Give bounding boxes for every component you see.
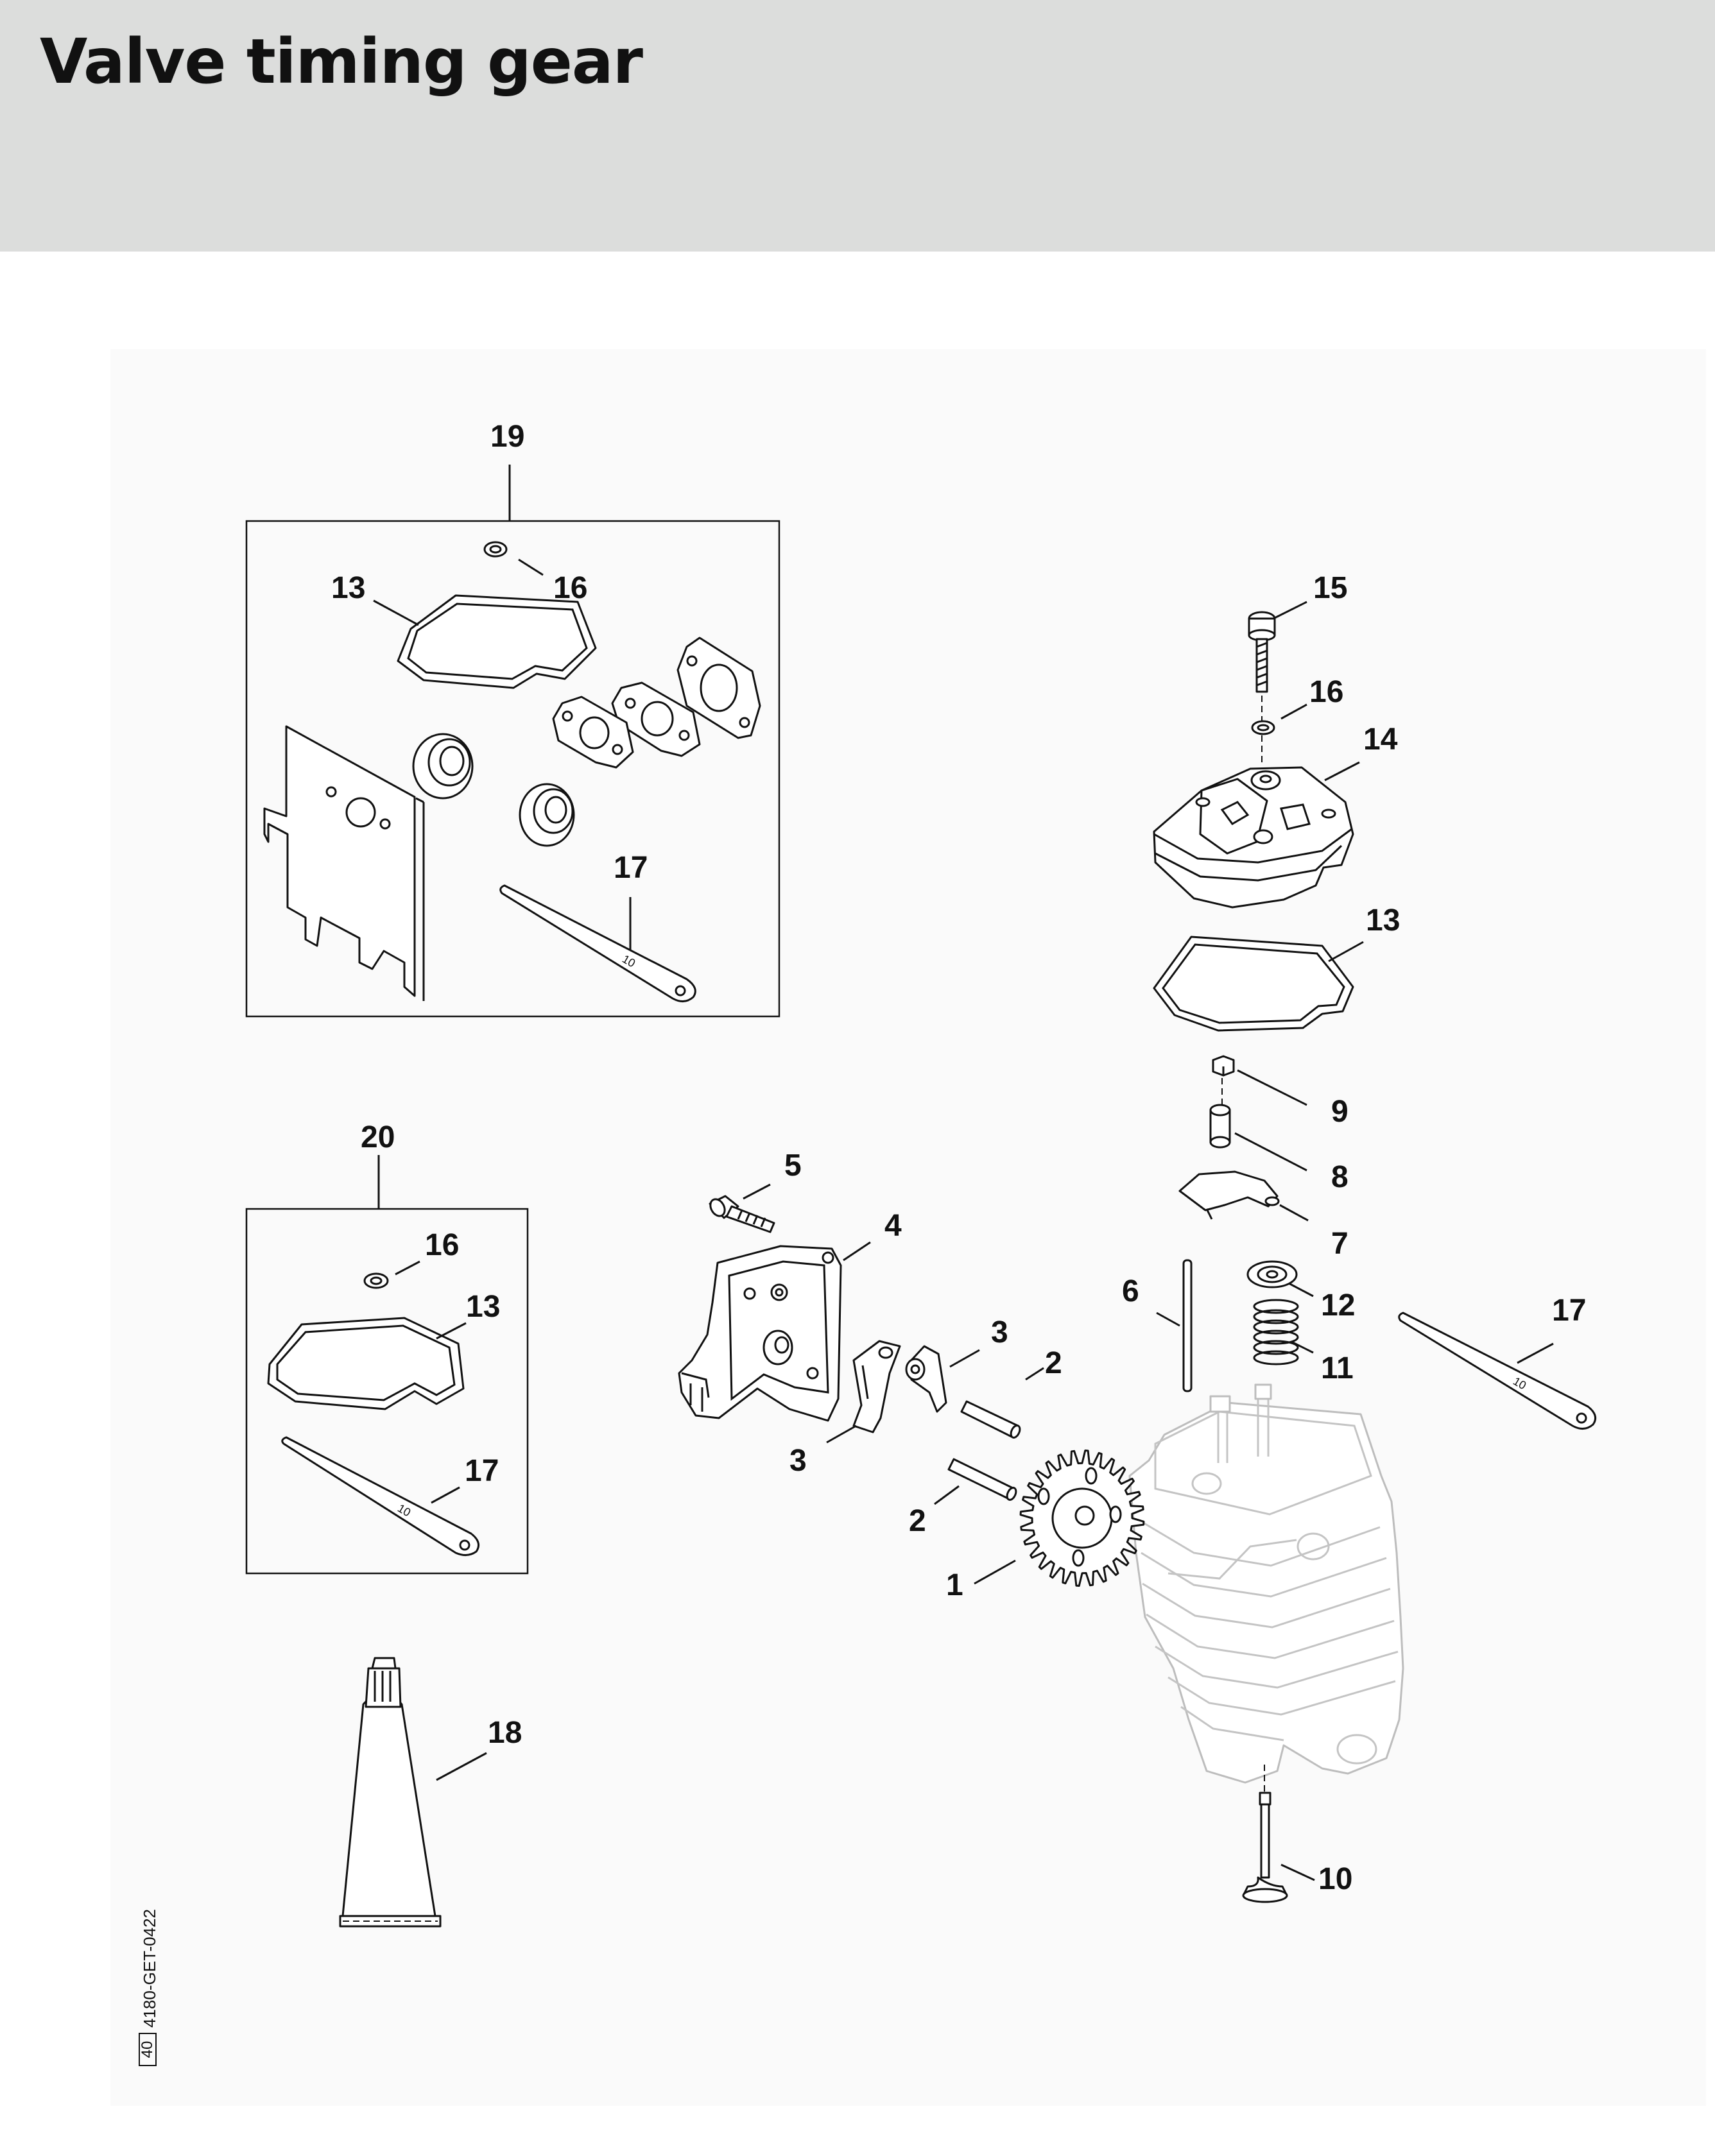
callout-14: 14	[1363, 723, 1398, 757]
valve-10	[1242, 1792, 1288, 1903]
callout-16-kit19: 16	[553, 571, 587, 605]
leader-1	[974, 1559, 1016, 1585]
callout-4: 4	[884, 1209, 902, 1243]
kit-20-frame	[245, 1208, 529, 1575]
valve-spring-11	[1253, 1299, 1299, 1365]
kit19-shaft-seal-1	[412, 733, 474, 800]
rocker-arm-7	[1178, 1170, 1280, 1220]
leader-11	[1292, 1341, 1314, 1354]
leader-14	[1324, 761, 1360, 782]
leader-13a	[373, 599, 419, 626]
pin-2-lower	[947, 1458, 1017, 1501]
leader-17b	[431, 1486, 460, 1504]
callout-17-kit19: 17	[614, 851, 648, 885]
rocker-cover-14	[1153, 766, 1354, 909]
callout-9: 9	[1331, 1095, 1349, 1129]
kit19-ring-16-hole	[489, 545, 502, 554]
leader-16c	[1280, 703, 1307, 720]
page-header: Valve timing gear	[0, 0, 1715, 252]
leader-10	[1280, 1863, 1315, 1881]
kit19-gasket-13	[397, 594, 597, 689]
camshaft-gear-1	[1019, 1450, 1145, 1587]
callout-16-cover: 16	[1309, 675, 1343, 709]
page-number: 40	[139, 2041, 156, 2058]
kit20-gasket-13	[267, 1317, 465, 1410]
callout-2-upper: 2	[1045, 1346, 1062, 1380]
spring-retainer-12	[1246, 1260, 1298, 1288]
callout-17-kit20: 17	[465, 1454, 499, 1488]
callout-12: 12	[1321, 1288, 1355, 1322]
callout-19: 19	[490, 420, 524, 454]
leader-13b	[436, 1322, 467, 1340]
callout-13-main: 13	[1366, 903, 1400, 937]
kit19-flange-gasket-large	[677, 637, 761, 739]
leader-18	[436, 1752, 487, 1781]
callout-17-main: 17	[1552, 1294, 1586, 1328]
leader-3b	[826, 1425, 857, 1444]
callout-8: 8	[1331, 1160, 1349, 1194]
screw-5	[709, 1195, 775, 1233]
leader-2b	[934, 1485, 960, 1505]
grease-tube-18	[339, 1657, 442, 1928]
callout-3-lower: 3	[789, 1444, 807, 1478]
kit19-flange-gasket-small	[552, 696, 634, 769]
kit-20-group: 10	[245, 1155, 529, 1575]
cylinder-assembly-ghost	[1128, 1383, 1404, 1784]
adjusting-sleeve-8	[1209, 1104, 1231, 1149]
hex-nut-9	[1212, 1055, 1235, 1077]
leader-2a	[1025, 1367, 1044, 1381]
leader-8	[1234, 1132, 1307, 1172]
leader-16b	[395, 1260, 420, 1276]
callout-18: 18	[488, 1716, 522, 1750]
callout-10: 10	[1318, 1862, 1352, 1896]
callout-13-kit19: 13	[331, 571, 365, 605]
callout-6: 6	[1122, 1274, 1139, 1308]
spanner-17-main: 10	[1398, 1312, 1597, 1430]
screw-15	[1248, 611, 1276, 693]
kit20-ring-16-hole	[370, 1276, 383, 1285]
callout-11: 11	[1321, 1351, 1354, 1385]
washer-16-cover	[1251, 720, 1275, 735]
leader-3a	[949, 1349, 980, 1368]
leader-17c	[1517, 1342, 1554, 1364]
document-id: 4180-GET-0422	[140, 1908, 159, 2028]
leader-15	[1273, 601, 1307, 620]
pin-2-upper	[960, 1400, 1021, 1439]
rocker-arm-3-right	[905, 1345, 947, 1413]
callout-16-kit20: 16	[425, 1228, 459, 1262]
pushrod-6	[1182, 1259, 1193, 1392]
rocker-cover-gasket-13	[1153, 936, 1354, 1032]
kit19-shaft-seal-2	[519, 783, 575, 847]
callout-5: 5	[784, 1149, 802, 1183]
leader-6	[1156, 1312, 1180, 1327]
callout-2-lower: 2	[909, 1504, 926, 1538]
kit19-flange-gasket-medium	[611, 681, 701, 757]
rocker-arm-3-left	[852, 1340, 901, 1433]
kit-19-group: 10	[245, 465, 780, 1018]
callout-3-upper: 3	[991, 1315, 1008, 1349]
leader-7	[1279, 1204, 1309, 1222]
page-number-box: 40	[139, 2033, 157, 2066]
kit20-spanner-17: 10	[281, 1436, 480, 1556]
kit-19-frame	[245, 520, 780, 1018]
callout-1: 1	[946, 1568, 963, 1602]
callout-15: 15	[1313, 571, 1347, 605]
callout-20: 20	[361, 1120, 395, 1154]
leader-5	[743, 1183, 771, 1200]
kit19-spanner-17: 10	[499, 884, 696, 1002]
leader-12	[1288, 1282, 1314, 1297]
valve-cover-plate-4	[678, 1245, 842, 1422]
callout-7: 7	[1331, 1227, 1349, 1261]
leader-13c	[1328, 941, 1364, 963]
callout-13-kit20: 13	[466, 1290, 500, 1324]
leader-16a	[518, 558, 544, 576]
leader-9	[1237, 1069, 1307, 1106]
kit19-gasket-sheet	[263, 725, 425, 1001]
page-title: Valve timing gear	[40, 26, 643, 98]
leader-4	[843, 1241, 871, 1262]
